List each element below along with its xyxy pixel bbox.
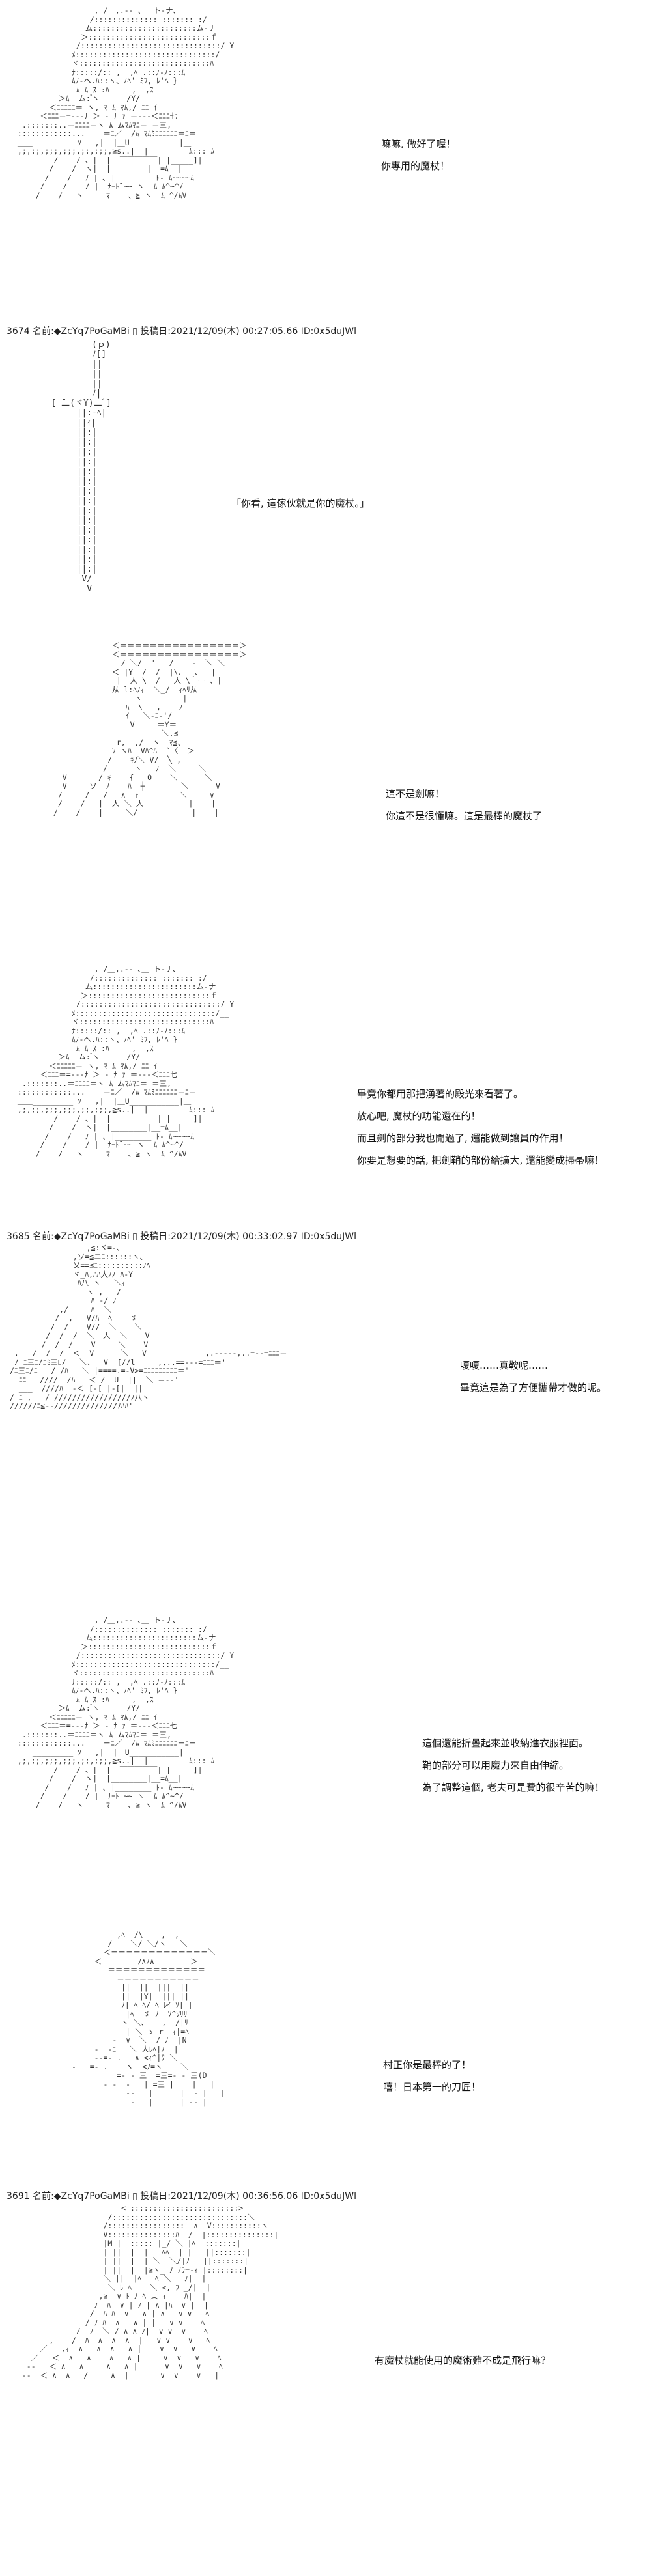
dialog-box-5: 嗄嗄……真鞍呢…… 畢竟這是為了方便攜帶才做的呢。 [460, 1354, 607, 1399]
dialog-line: 你專用的魔杖！ [381, 160, 450, 172]
dialog-box-7: 村正你是最棒的了！ 嘻！日本第一的刀匠！ [383, 2054, 481, 2098]
post-header: 3691 名前:◆ZcYq7PoGaMBi ▯ 投稿日:2021/12/09(木… [7, 2191, 357, 2202]
dialog-box-4: 畢竟你都用那把湧著的殿光來看著了。 放心吧, 魔杖的功能還在的！ 而且劍的部分我… [357, 1083, 604, 1171]
dialog-box-3: 這不是劍嘛！ 你這不是很懂嘛。這是最棒的魔杖了 [386, 783, 542, 827]
dialog-line: 畢竟你都用那把湧著的殿光來看著了。 [357, 1088, 524, 1100]
dialog-line: 村正你是最棒的了！ [383, 2059, 472, 2071]
dialog-box-1: 嘛嘛, 做好了喔！ 你專用的魔杖！ [381, 133, 456, 177]
dialog-line: 嘛嘛, 做好了喔！ [381, 138, 456, 150]
ascii-art-smith: , /＿,.-‐ ､＿ ト-ナ、 /:::::::::::::: :::::::… [17, 6, 235, 200]
dialog-line: 鞘的部分可以用魔力來自由伸縮。 [422, 1759, 569, 1771]
ascii-art-smith: , /＿,.-‐ ､＿ ト-ナ、 /:::::::::::::: :::::::… [17, 964, 235, 1158]
dialog-line: 你要是想要的話, 把劍鞘的部份給擴大, 還能變成掃帚嘛！ [357, 1155, 605, 1166]
post-header: 3674 名前:◆ZcYq7PoGaMBi ▯ 投稿日:2021/12/09(木… [7, 326, 357, 337]
dialog-line: 而且劍的部分我也開過了, 還能做到讓員的作用！ [357, 1132, 569, 1144]
dialog-line: 為了調整這個, 老夫可是費的很辛苦的嘛！ [422, 1782, 605, 1793]
dialog-box-6: 這個還能折疊起來並收納進衣服裡面。 鞘的部分可以用魔力來自由伸縮。 為了調整這個… [422, 1732, 605, 1799]
dialog-line: 嗄嗄……真鞍呢…… [460, 1360, 549, 1371]
dialog-line: 畢竟這是為了方便攜帶才做的呢。 [460, 1382, 607, 1393]
dialog-line: 這個還能折疊起來並收納進衣服裡面。 [422, 1737, 589, 1749]
ascii-art-sword: (ｐ) ﾉ[] || || || ﾉ| [ ̄二(ヾY)二ﾞ] ||:-ﾍ| |… [51, 340, 111, 594]
ascii-art-smith: , /＿,.-‐ ､＿ ト-ナ、 /:::::::::::::: :::::::… [17, 1616, 235, 1810]
dialog-line: 嘻！日本第一的刀匠！ [383, 2081, 481, 2093]
dialog-line: 有魔杖就能使用的魔術難不成是飛行嘛？ [375, 2355, 551, 2366]
post-header: 3685 名前:◆ZcYq7PoGaMBi ▯ 投稿日:2021/12/09(木… [7, 1231, 357, 1242]
ascii-art-boy-with-sword: ,≦:ヾ=‐、 ,ソ=≦ニﾆ::::::ヽ、 乂==≦ﾆ::::::::::ﾉﾍ… [10, 1243, 287, 1410]
dialog-box-8: 有魔杖就能使用的魔術難不成是飛行嘛？ [375, 2349, 551, 2372]
ascii-art-boy: ＜＝＝＝＝＝＝＝＝＝＝＝＝＝＝＝＝＞ ＜＝＝＝＝＝＝＝＝＝＝＝＝＝＝＝＝＞ _/… [53, 641, 247, 817]
ascii-art-girl-hat: ,ﾍ_ /\_ , , / ＼/ ＼/ヽ ＼ ＜＝＝＝＝＝＝＝＝＝＝＝＝＝＼ ＜… [72, 1930, 225, 2107]
ascii-art-girl-cloak: < ::::::::::::::::::::::::> /:::::::::::… [22, 2204, 279, 2380]
dialog-line: 放心吧, 魔杖的功能還在的！ [357, 1110, 481, 1122]
dialog-line: 你這不是很懂嘛。這是最棒的魔杖了 [386, 810, 543, 822]
dialog-line: 這不是劍嘛！ [386, 788, 445, 800]
dialog-box-2: 「你看, 這傢伙就是你的魔杖。」 [231, 492, 369, 514]
dialog-line: 「你看, 這傢伙就是你的魔杖。」 [231, 497, 370, 509]
